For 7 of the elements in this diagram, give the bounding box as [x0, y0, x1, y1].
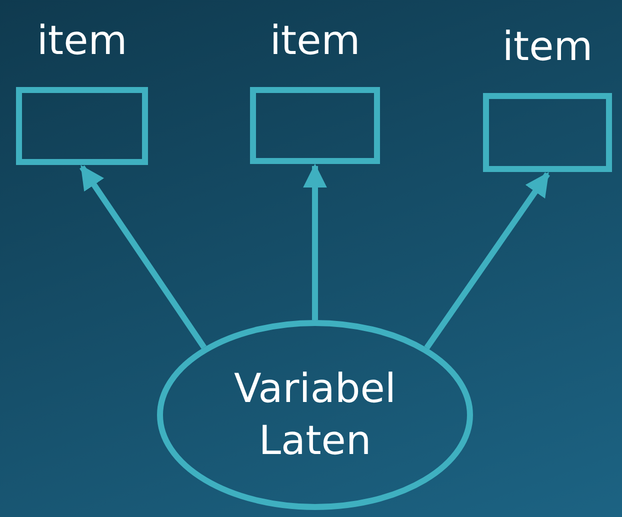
item-heading: item	[270, 21, 360, 61]
item-heading: item	[36, 21, 128, 61]
arrow	[80, 165, 206, 350]
ellipse-label: Variabel Laten	[233, 365, 397, 466]
item-heading: item	[502, 27, 593, 67]
arrow	[303, 164, 327, 320]
arrow	[424, 172, 550, 350]
